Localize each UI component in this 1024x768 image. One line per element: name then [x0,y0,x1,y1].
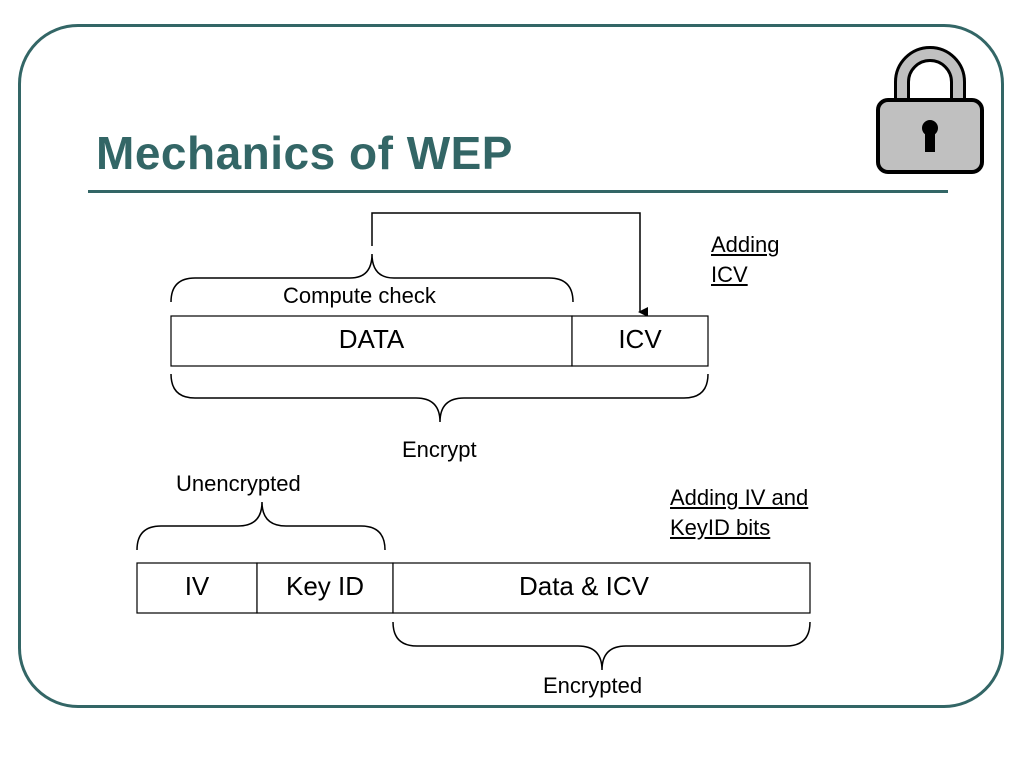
iv-cell: IV [184,571,210,601]
padlock-icon [876,46,984,174]
adding-icv-note: Adding ICV [711,230,780,289]
data-icv-cell-box [392,562,811,614]
adding-icv-note-line1: Adding [711,232,780,257]
encrypted-label: Encrypted [543,673,643,698]
encrypt-label: Encrypt [402,437,477,462]
adding-iv-keyid-note-line2: KeyID bits [670,514,771,540]
title-underline [88,190,948,193]
icv-arrow [371,212,648,317]
icv-cell: ICV [618,324,662,354]
keyid-cell-box [256,562,394,614]
encrypt-brace [170,373,709,423]
compute-check-label: Compute check [283,283,436,308]
adding-iv-keyid-note: Adding IV and KeyID bits [670,483,808,542]
compute-check-brace [170,253,574,303]
keyid-cell: Key ID [285,571,365,601]
slide-title: Mechanics of WEP [96,127,513,179]
data-icv-cell: Data & ICV [518,571,650,601]
adding-iv-keyid-note-line1: Adding IV and [670,485,809,510]
data-cell: DATA [338,324,405,354]
adding-icv-note-line2: ICV [711,261,748,287]
unencrypted-label: Unencrypted [176,471,301,496]
encrypted-brace [392,621,811,671]
unencrypted-brace [136,501,386,551]
icv-cell-box [571,315,709,367]
